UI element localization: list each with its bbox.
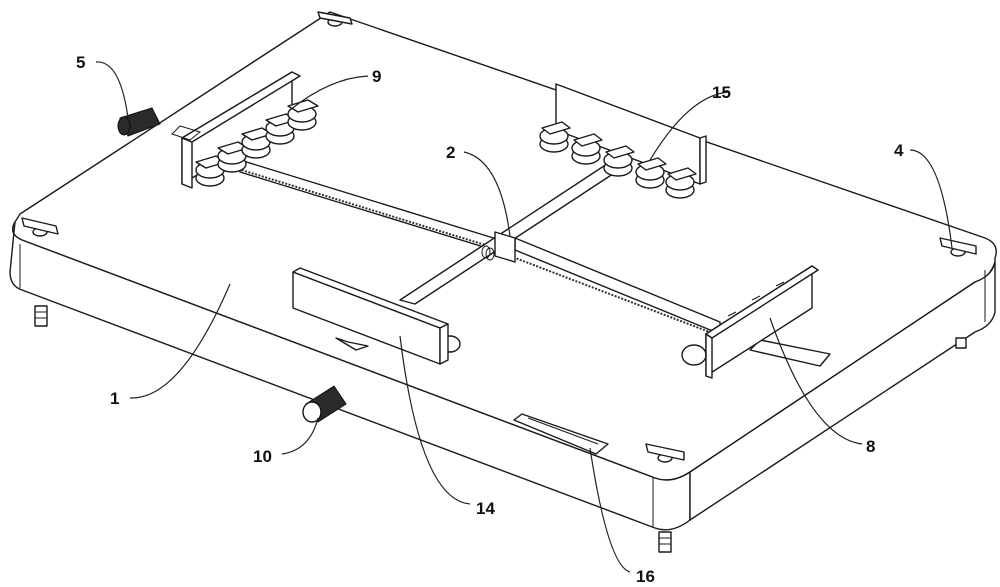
label-4: 4 <box>894 141 904 160</box>
label-8: 8 <box>866 437 875 456</box>
label-1: 1 <box>110 389 119 408</box>
right-clamp-plate <box>681 265 831 379</box>
foot-right <box>955 337 967 349</box>
label-15: 15 <box>712 83 731 102</box>
front-clamp-plate <box>292 267 461 365</box>
corner-clamp-left <box>21 217 59 237</box>
slot-plate <box>513 413 609 455</box>
label-14: 14 <box>476 499 495 518</box>
right-roller-group <box>539 121 697 199</box>
center-screw-block <box>481 231 516 263</box>
rear-knob <box>117 107 161 137</box>
label-16: 16 <box>636 567 655 586</box>
leader-lines <box>95 61 953 573</box>
foot-front <box>658 531 672 553</box>
label-2: 2 <box>446 143 455 162</box>
right-upright-plate <box>555 83 707 185</box>
left-roller-group <box>195 99 319 187</box>
corner-clamp-right <box>939 237 977 257</box>
corner-clamp-top <box>317 11 353 27</box>
corner-clamp-front <box>645 443 685 463</box>
foot-left <box>34 305 48 327</box>
label-9: 9 <box>372 67 381 86</box>
base-plate <box>9 11 997 531</box>
front-knob <box>302 385 347 423</box>
label-5: 5 <box>76 53 85 72</box>
label-10: 10 <box>253 447 272 466</box>
